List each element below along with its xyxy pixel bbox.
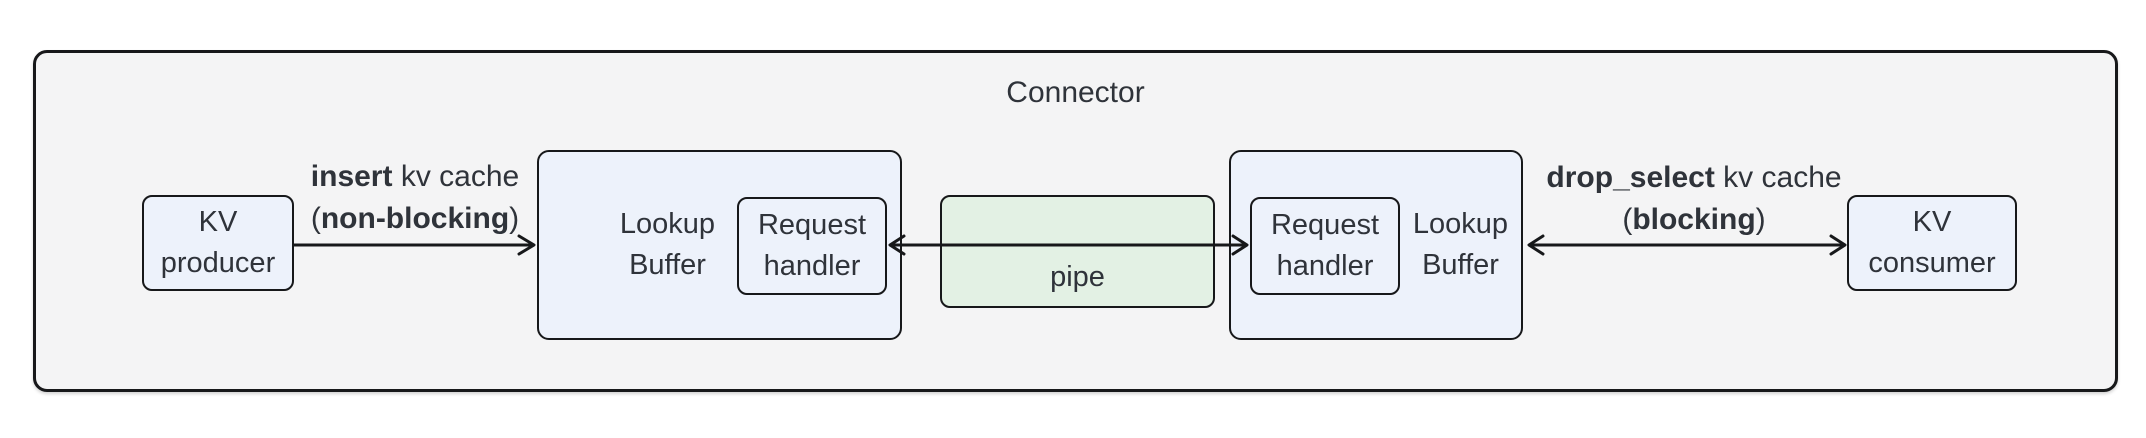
lookup-buffer-right-label: Lookup Buffer: [1398, 152, 1523, 338]
request-handler-left-line2: handler: [763, 250, 861, 282]
lookup-buffer-left-line1: Lookup: [619, 208, 716, 240]
request-handler-left-node: Request handler: [737, 197, 887, 295]
request-handler-right-node: Request handler: [1250, 197, 1400, 295]
drop-select-open-paren: (: [1622, 203, 1633, 236]
drop-select-edge-label-line1: drop_select kv cache: [1546, 157, 1841, 199]
insert-op-text: insert: [310, 160, 393, 193]
insert-mode-text: non-blocking: [320, 202, 510, 235]
kv-consumer-node: KV consumer: [1847, 195, 2017, 291]
drop-select-suffix-text: kv cache: [1714, 161, 1842, 194]
request-handler-right-line1: Request: [1270, 209, 1379, 241]
pipe-node: [940, 195, 1215, 308]
drop-select-mode-text: blocking: [1632, 203, 1756, 236]
lookup-buffer-left-label: Lookup Buffer: [567, 152, 768, 338]
kv-producer-label-line1: KV: [198, 206, 238, 238]
insert-open-paren: (: [310, 202, 321, 235]
insert-edge-label-line2: (non-blocking): [311, 198, 519, 240]
pipe-label: pipe: [1050, 261, 1105, 293]
kv-producer-node: KV producer: [142, 195, 294, 291]
insert-close-paren: ): [509, 202, 520, 235]
request-handler-right-line2: handler: [1276, 250, 1374, 282]
kv-consumer-label-line2: consumer: [1868, 247, 1996, 279]
lookup-buffer-right-node: Request handler Lookup Buffer: [1229, 150, 1523, 340]
drop-select-edge-label: drop_select kv cache (blocking): [1546, 157, 1841, 241]
diagram-title: Connector: [1006, 76, 1145, 109]
lookup-buffer-left-node: Lookup Buffer Request handler: [537, 150, 902, 340]
insert-suffix-text: kv cache: [392, 160, 520, 193]
lookup-buffer-right-line2: Buffer: [1422, 249, 1499, 281]
drop-select-edge-label-line2: (blocking): [1546, 199, 1841, 241]
kv-producer-label-line2: producer: [160, 247, 276, 279]
drop-select-close-paren: ): [1755, 203, 1766, 236]
insert-edge-label-line1: insert kv cache: [311, 156, 519, 198]
request-handler-left-line1: Request: [757, 209, 866, 241]
kv-consumer-label-line1: KV: [1912, 206, 1952, 238]
insert-edge-label: insert kv cache (non-blocking): [311, 156, 519, 240]
lookup-buffer-right-line1: Lookup: [1412, 208, 1509, 240]
lookup-buffer-left-line2: Buffer: [629, 249, 706, 281]
drop-select-op-text: drop_select: [1546, 161, 1715, 194]
